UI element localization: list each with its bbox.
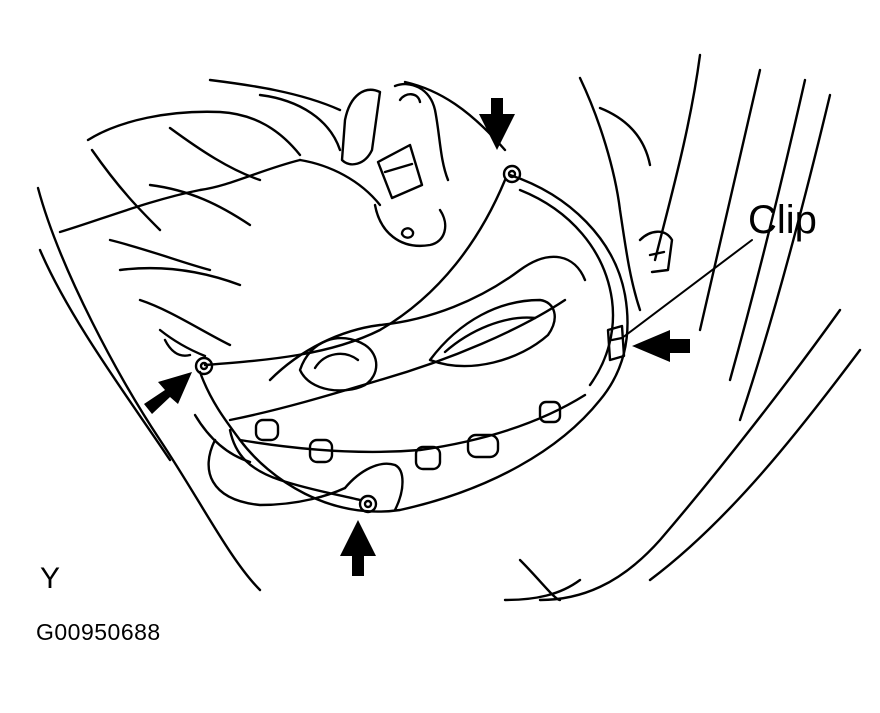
clip-label: Clip bbox=[748, 198, 817, 242]
view-letter-label: Y bbox=[40, 562, 61, 595]
clip-leader-line bbox=[621, 239, 753, 339]
arrow-bottom-bolt bbox=[340, 520, 376, 576]
arrow-top-bolt bbox=[479, 98, 515, 150]
fender-liner-shield bbox=[193, 173, 629, 513]
arrow-clip bbox=[632, 330, 690, 362]
liner-holes bbox=[254, 400, 562, 471]
bolt-left bbox=[194, 356, 214, 376]
figure-code-label: G00950688 bbox=[36, 619, 161, 645]
bolt-bottom bbox=[358, 494, 378, 514]
arrow-left-bolt bbox=[144, 372, 192, 414]
clip-fastener bbox=[606, 324, 626, 362]
upper-bracket bbox=[208, 78, 507, 248]
fender-rails-right bbox=[503, 53, 862, 602]
body-panel-left bbox=[36, 110, 302, 592]
fastener-bolts bbox=[194, 164, 626, 514]
bolt-top bbox=[502, 164, 522, 184]
